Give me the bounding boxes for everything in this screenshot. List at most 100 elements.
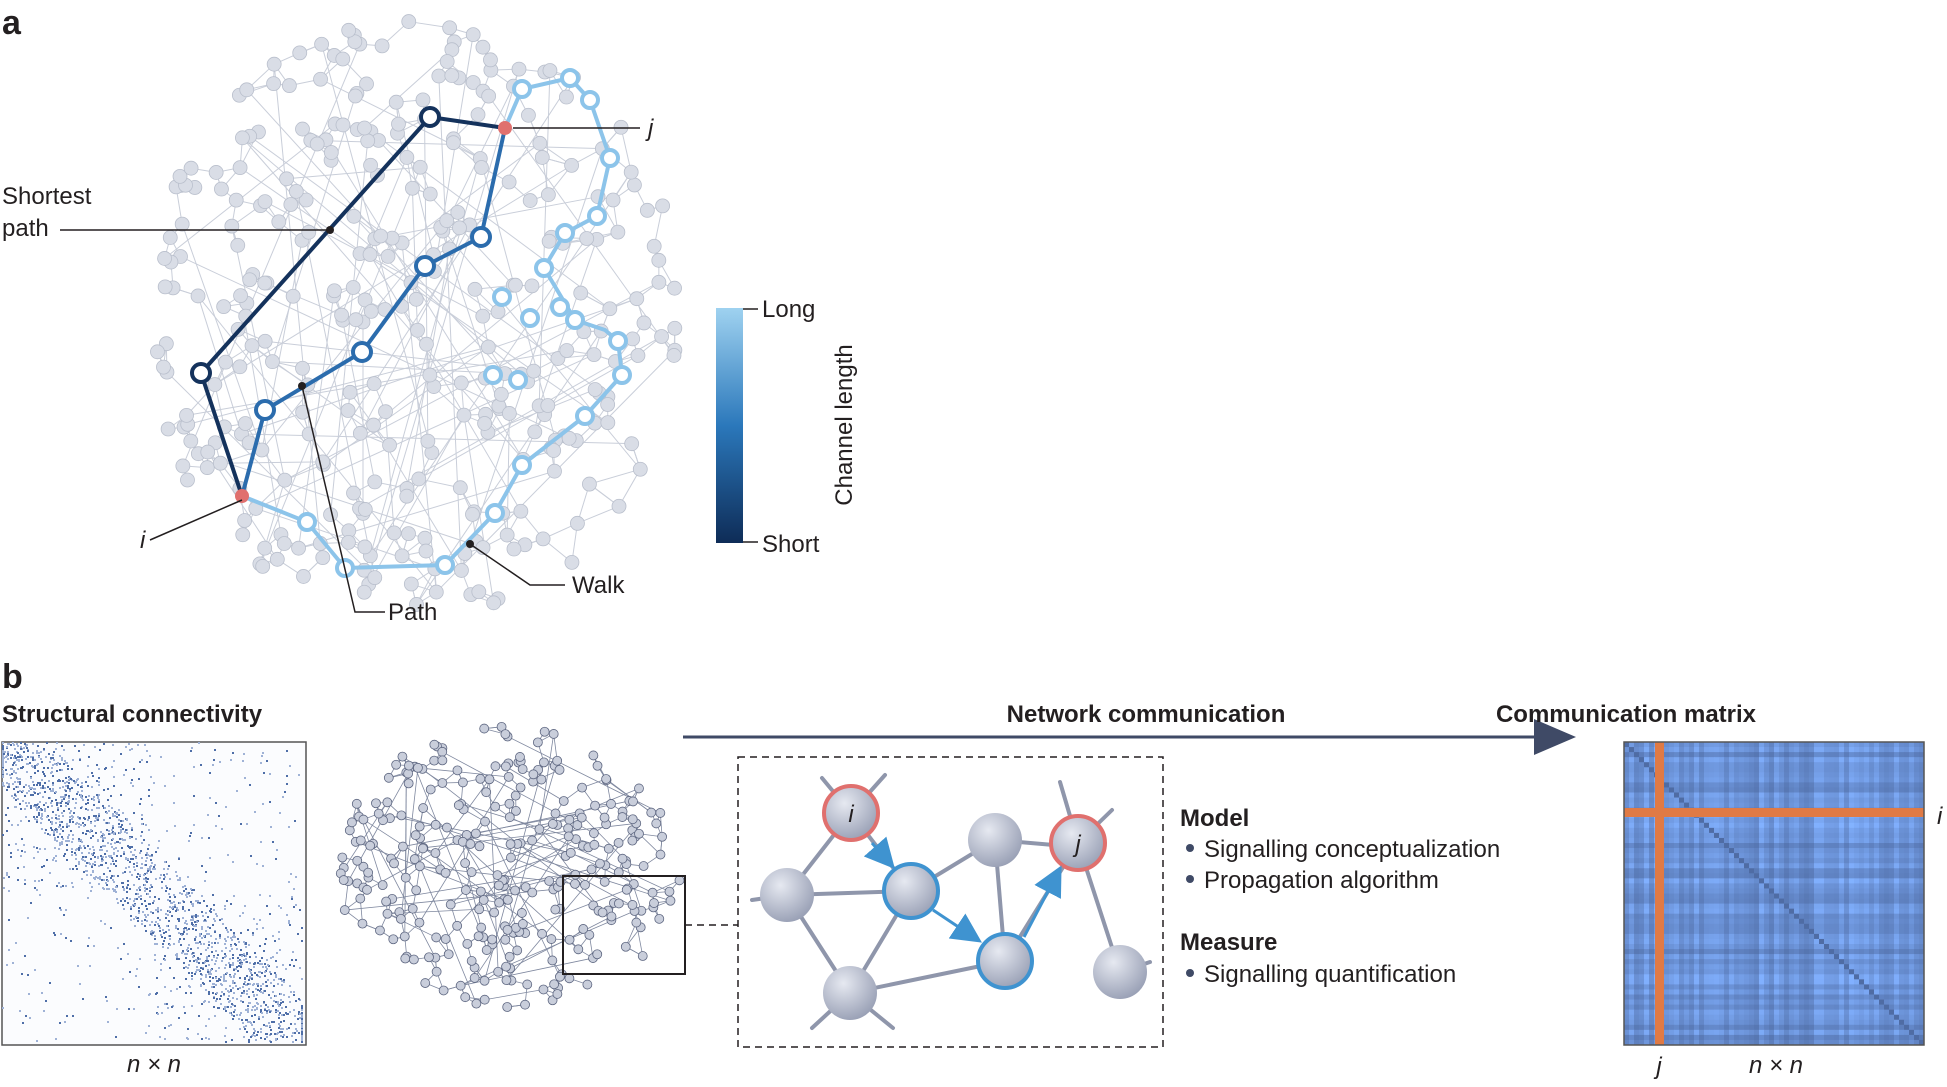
matrix-cell <box>1869 747 1875 753</box>
network-node <box>600 397 616 412</box>
connectivity-entry <box>146 761 148 763</box>
matrix-cell <box>1849 873 1855 879</box>
connectivity-entry <box>62 830 64 832</box>
network-node <box>561 430 577 446</box>
connectivity-entry <box>164 785 166 787</box>
matrix-cell <box>1814 827 1820 834</box>
connectivity-entry <box>150 776 152 778</box>
matrix-cell <box>1804 893 1810 899</box>
connectivity-entry <box>177 918 179 920</box>
connectivity-entry <box>36 819 38 821</box>
matrix-cell <box>1759 873 1765 879</box>
matrix-cell <box>1839 868 1845 874</box>
matrix-cell <box>1754 762 1760 768</box>
matrix-cell <box>1834 822 1840 829</box>
connectivity-entry <box>68 808 70 810</box>
connectivity-entry <box>290 991 292 993</box>
matrix-cell <box>1819 767 1825 773</box>
matrix-cell <box>1909 888 1915 894</box>
matrix-cell <box>1679 883 1685 889</box>
network-node <box>233 288 248 304</box>
connectivity-entry <box>27 974 29 976</box>
network-node <box>654 329 669 344</box>
connectivity-entry <box>256 1007 258 1009</box>
matrix-cell <box>1754 752 1760 758</box>
matrix-cell <box>1624 777 1630 783</box>
matrix-cell <box>1759 888 1765 894</box>
matrix-cell <box>1884 837 1890 844</box>
matrix-cell <box>1699 848 1705 854</box>
matrix-cell <box>1789 777 1795 783</box>
matrix-cell <box>1639 792 1645 798</box>
connectivity-entry <box>111 875 113 877</box>
connectivity-entry <box>281 984 283 986</box>
network-node <box>346 208 362 224</box>
matrix-cell <box>1759 893 1765 899</box>
connectivity-entry <box>275 974 277 976</box>
matrix-cell <box>1689 832 1695 839</box>
matrix-cell <box>1639 827 1645 834</box>
matrix-cell <box>1899 817 1905 824</box>
connectivity-entry <box>141 863 143 865</box>
matrix-cell <box>1844 817 1850 824</box>
connectivity-entry <box>196 961 198 963</box>
connectivity-entry <box>115 891 117 893</box>
matrix-cell <box>1829 757 1835 763</box>
connectivity-entry <box>187 967 189 969</box>
connectivity-entry <box>195 914 197 916</box>
matrix-cell <box>1889 802 1895 809</box>
connectivity-entry <box>179 902 181 904</box>
connectivity-entry <box>181 893 183 895</box>
matrix-cell <box>1629 843 1635 849</box>
matrix-cell <box>1629 837 1635 844</box>
matrix-cell <box>1839 817 1845 824</box>
connectivity-entry <box>85 781 87 783</box>
connectivity-entry <box>104 923 106 925</box>
matrix-cell <box>1734 898 1740 904</box>
connectivity-entry <box>254 811 256 813</box>
matrix-cell <box>1819 868 1825 874</box>
connectivity-entry <box>79 817 81 819</box>
matrix-cell <box>1789 762 1795 768</box>
connectivity-entry <box>225 806 227 808</box>
matrix-cell <box>1734 777 1740 783</box>
matrix-cell <box>1769 888 1775 894</box>
network-node <box>452 765 463 776</box>
connectivity-entry <box>88 852 90 854</box>
matrix-cell <box>1819 848 1825 854</box>
network-node <box>443 949 454 960</box>
connectivity-entry <box>112 888 114 890</box>
matrix-cell <box>1779 868 1785 874</box>
connectivity-entry <box>152 912 154 914</box>
network-node <box>389 858 399 869</box>
network-node <box>180 472 195 488</box>
matrix-cell <box>1914 782 1920 788</box>
matrix-cell <box>1904 903 1910 910</box>
matrix-cell <box>1804 782 1810 788</box>
matrix-cell <box>1664 853 1670 859</box>
matrix-cell <box>1894 817 1900 824</box>
connectivity-entry <box>126 887 128 889</box>
connectivity-entry <box>82 998 84 1000</box>
connectivity-entry <box>100 836 102 838</box>
matrix-cell <box>1764 837 1770 844</box>
matrix-cell <box>1909 883 1915 889</box>
matrix-cell <box>1894 873 1900 879</box>
matrix-cell <box>1899 752 1905 758</box>
connectivity-entry <box>214 931 216 933</box>
connectivity-entry <box>59 833 61 835</box>
network-node <box>502 1002 513 1012</box>
matrix-cell <box>1689 898 1695 904</box>
matrix-cell <box>1684 903 1690 910</box>
matrix-cell <box>1679 868 1685 874</box>
matrix-cell <box>1734 893 1740 899</box>
matrix-cell <box>1634 792 1640 798</box>
connectivity-entry <box>136 968 138 970</box>
network-node <box>266 56 282 72</box>
matrix-cell <box>1849 837 1855 844</box>
matrix-cell <box>1769 777 1775 783</box>
network-node <box>465 27 481 43</box>
connectivity-entry <box>101 858 103 860</box>
matrix-cell <box>1744 913 1750 920</box>
matrix-cell <box>1859 782 1865 788</box>
